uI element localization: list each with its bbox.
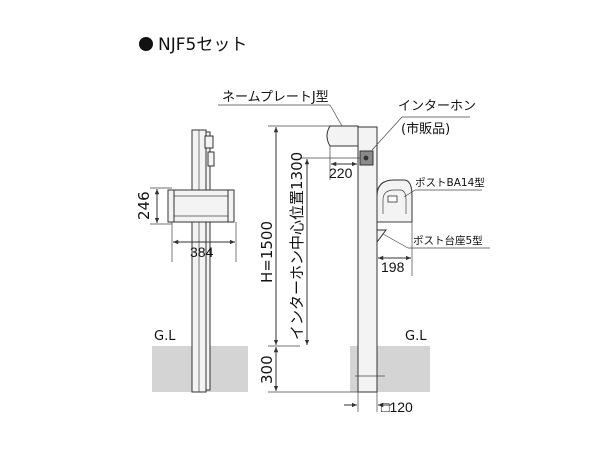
leader-post-base-tail (382, 233, 409, 249)
leader-intercom-tail (371, 116, 403, 151)
side-view-mailbox (167, 189, 235, 223)
label-nameplate: ネームプレートJ型 (222, 90, 329, 105)
dim-post-width-line (344, 392, 391, 412)
dim-nameplate-offset: 220 (329, 165, 353, 181)
label-intercom: インターホン (398, 99, 476, 114)
label-post-base: ポスト台座5型 (413, 234, 483, 247)
leader-post-ba14-tail (403, 189, 416, 198)
dim-mailbox-height-line (150, 187, 172, 225)
dim-mailbox-height: 246 (135, 191, 153, 220)
dim-mailbox-width-line (171, 222, 237, 262)
dim-mailbox-width: 384 (190, 244, 214, 260)
dim-mailbox-offset-line (378, 222, 413, 276)
post-base-5 (376, 222, 387, 244)
gl-label-right: G.L (405, 329, 427, 344)
title-bullet-icon (139, 37, 153, 51)
intercom-unit (359, 150, 374, 166)
mailbox-ba14 (376, 179, 413, 223)
diagram-title: NJF5セット (158, 35, 247, 55)
label-intercom-note: (市販品) (401, 121, 450, 137)
label-post-ba14: ポストBA14型 (415, 176, 485, 189)
gl-label-left: G.L (154, 329, 176, 344)
leader-nameplate-tail (329, 104, 343, 127)
dim-intercom-center-line (300, 157, 360, 345)
dim-mailbox-offset: 198 (381, 259, 405, 275)
dim-embed-depth: 300 (258, 355, 276, 384)
dim-embed-depth-line (268, 347, 360, 393)
dim-post-width: □120 (381, 399, 413, 415)
dim-height-total-line (268, 125, 330, 347)
dim-height-total: H=1500 (258, 221, 276, 283)
dim-nameplate-offset-line (329, 146, 357, 180)
nameplate-j (326, 125, 359, 147)
dim-intercom-center: インターホン中心位置1300 (288, 152, 306, 340)
front-view-post (355, 126, 385, 393)
